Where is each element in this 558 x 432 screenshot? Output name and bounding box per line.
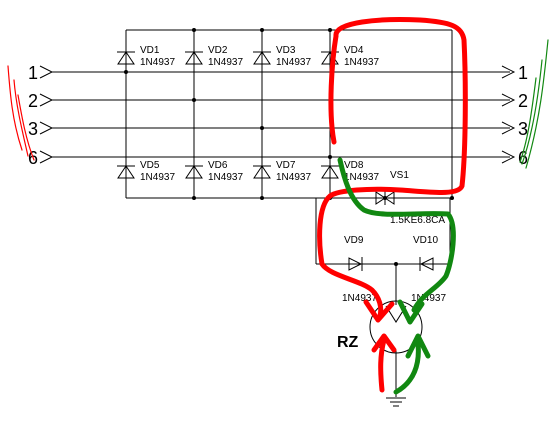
red-scribble-left [7,65,35,161]
rz-label: RZ [337,334,359,351]
green-annotation [337,39,549,395]
red-arrow-down [363,299,395,323]
vd5-ref: VD5 [140,160,160,171]
vd10-ref: VD10 [413,235,438,246]
bus-lines [39,65,516,164]
tvs-vs1 [375,191,395,205]
vd6-part: 1N4937 [208,172,243,183]
input-arrow-3 [39,121,54,135]
green-arrow-up [393,333,431,395]
output-label-3: 3 [518,119,528,139]
vd6-ref: VD6 [208,160,228,171]
input-arrow-1 [39,65,54,79]
vd1-part: 1N4937 [140,57,175,68]
input-arrow-6 [39,150,54,164]
vd9-ref: VD9 [344,235,364,246]
bridge-frame [125,29,453,199]
vd3-ref: VD3 [276,45,296,56]
terminal-labels: 1 2 3 6 1 2 3 6 [28,63,528,168]
vd10-part: 1N4937 [411,293,446,304]
green-scribble-right [519,39,549,169]
diode-vd1 [117,51,135,65]
vd8-part: 1N4937 [344,172,379,183]
diode-vd8 [321,165,339,179]
green-arrow-down [397,299,425,325]
vd4-ref: VD4 [344,45,364,56]
vs1-ref: VS1 [390,170,409,181]
input-label-3: 3 [28,119,38,139]
input-arrow-2 [39,93,54,107]
green-loop-stroke [337,157,456,313]
output-arrow-2 [501,93,516,107]
ground-symbol [386,397,406,407]
input-label-1: 1 [28,63,38,83]
diode-vd3 [253,51,271,65]
top-diode-labels: VD1 1N4937 VD2 1N4937 VD3 1N4937 VD4 1N4… [140,45,379,68]
input-label-2: 2 [28,91,38,111]
vd7-ref: VD7 [276,160,296,171]
red-annotation [7,17,468,393]
vd1-ref: VD1 [140,45,160,56]
output-arrow-3 [501,121,516,135]
vd5-part: 1N4937 [140,172,175,183]
vd4-part: 1N4937 [344,57,379,68]
bottom-diode-labels: VD5 1N4937 VD6 1N4937 VD7 1N4937 VD8 1N4… [140,160,379,183]
output-label-2: 2 [518,91,528,111]
diode-vd5 [117,165,135,179]
output-label-1: 1 [518,63,528,83]
vd9-part: 1N4937 [342,293,377,304]
diode-vd7 [253,165,271,179]
vd7-part: 1N4937 [276,172,311,183]
red-upper-stroke [328,33,339,145]
diode-vd2 [185,51,203,65]
lower-labels: VS1 1.5KE6.8CA VD9 VD10 1N4937 1N4937 RZ [337,170,446,351]
output-arrow-1 [501,65,516,79]
vd8-ref: VD8 [344,160,364,171]
diode-vd6 [185,165,203,179]
vd2-ref: VD2 [208,45,228,56]
diode-vd10 [419,257,434,271]
red-arrow-up [371,333,397,393]
output-label-6: 6 [518,148,528,168]
bottom-diode-symbols [117,165,339,179]
vs1-part: 1.5KE6.8CA [390,215,445,226]
red-loop-stroke [317,17,468,319]
vd3-part: 1N4937 [276,57,311,68]
vd2-part: 1N4937 [208,57,243,68]
diode-vd9 [348,257,363,271]
output-arrow-6 [501,150,516,164]
